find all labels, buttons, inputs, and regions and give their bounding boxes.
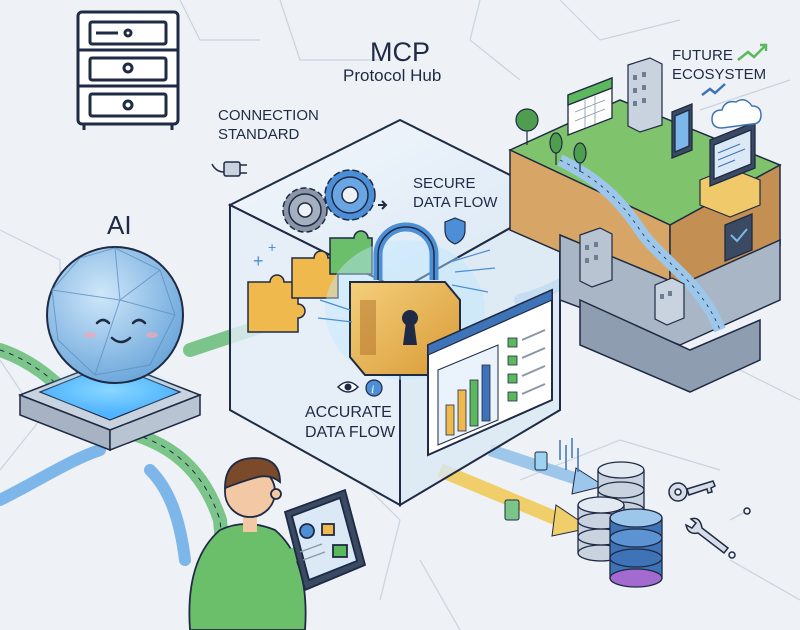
secure-label-line-2: DATA FLOW (413, 194, 498, 211)
future-label-line-2: ECOSYSTEM (672, 66, 767, 83)
phone-icon (671, 103, 693, 159)
cloud-icon (711, 99, 762, 129)
key-icon (668, 480, 716, 502)
puzzle-icon: + + (247, 230, 373, 333)
connection-label-line-1: CONNECTION (218, 107, 319, 124)
server-icon (76, 10, 180, 130)
connection-label-line-2: STANDARD (218, 126, 300, 143)
svg-text:i: i (371, 382, 374, 396)
wrench-icon (684, 507, 751, 559)
building-icon (579, 57, 761, 326)
svg-text:+: + (253, 251, 264, 271)
svg-text:+: + (268, 239, 276, 255)
dashboard-icon (427, 288, 553, 457)
page-title: MCP (370, 37, 430, 67)
ai-label: AI (107, 210, 132, 240)
calendar-icon (567, 77, 613, 136)
database-icon (577, 461, 663, 588)
future-label-line-1: FUTURE (672, 47, 733, 64)
data-flow-arrows (437, 444, 606, 537)
tablet-icon (283, 488, 367, 592)
gear-icon (282, 169, 388, 233)
secure-label-line-1: SECURE (413, 175, 476, 192)
trend-arrow-icon (701, 43, 768, 96)
monitor-icon (709, 121, 756, 262)
info-icon: i (365, 379, 383, 397)
page-subtitle: Protocol Hub (343, 66, 442, 85)
accurate-label-line-1: ACCURATE (305, 404, 392, 421)
plug-icon (211, 161, 247, 177)
shield-icon (444, 217, 466, 245)
person-icon (188, 457, 327, 630)
tree-icon (515, 108, 587, 172)
eye-icon (336, 381, 360, 393)
ai-pedestal (17, 359, 203, 452)
accurate-label-line-2: DATA FLOW (305, 424, 396, 441)
ai-sphere-icon (46, 246, 184, 384)
data-bits (559, 438, 579, 472)
